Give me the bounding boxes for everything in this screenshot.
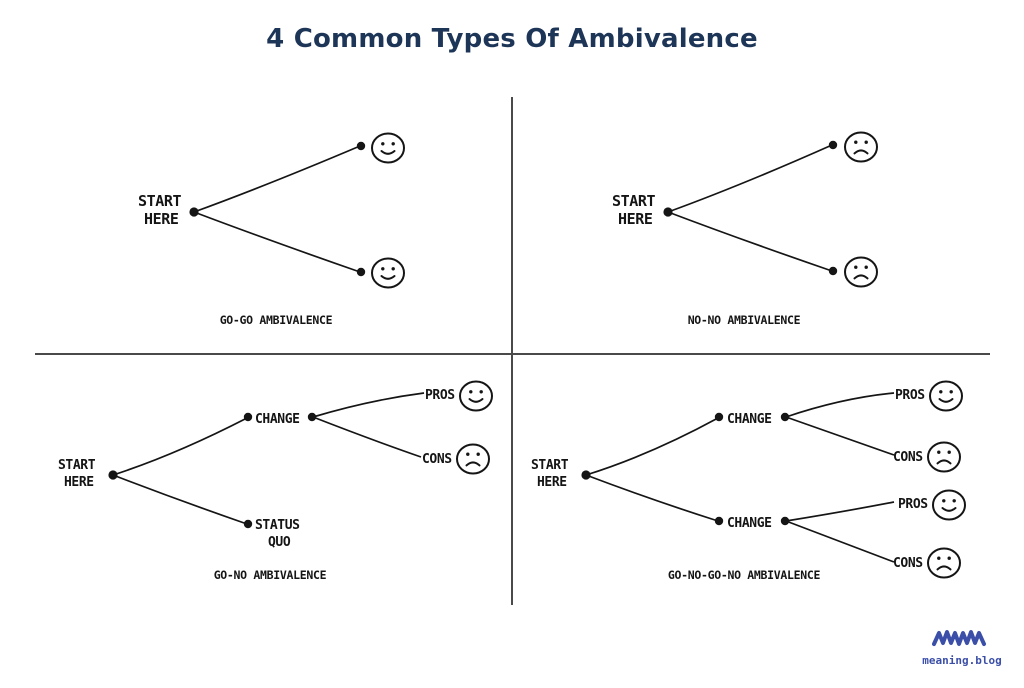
q3-change-label: CHANGE xyxy=(255,412,300,427)
q2-leaf-node-2 xyxy=(828,266,838,276)
page-title: 4 Common Types Of Ambivalence xyxy=(266,24,758,54)
q1-root-node xyxy=(189,207,199,217)
q3-root-label-line1: START xyxy=(58,458,96,473)
q4-cons-label-bottom: CONS xyxy=(893,556,923,571)
q3-caption: GO-NO AMBIVALENCE xyxy=(213,568,327,582)
q4-pros-label-top: PROS xyxy=(895,388,925,403)
q4-caption: GO-NO-GO-NO AMBIVALENCE xyxy=(667,568,821,582)
q4-cons-label-top: CONS xyxy=(893,450,923,465)
q4-change-bottom-node-left xyxy=(714,516,724,526)
q4-root-label-line2: HERE xyxy=(537,475,567,490)
q3-edges xyxy=(108,380,493,529)
q2-leaf-node-1 xyxy=(828,140,838,150)
squiggle-mark-icon xyxy=(932,630,986,646)
q2-root-node xyxy=(663,207,673,217)
q4-pros-label-bottom: PROS xyxy=(898,497,928,512)
q4-edges xyxy=(581,380,966,579)
q2-edges xyxy=(663,131,878,288)
q2-root-label-line2: HERE xyxy=(618,210,653,228)
q3-statusquo-label-line2: QUO xyxy=(268,535,291,550)
q2-caption: NO-NO AMBIVALENCE xyxy=(687,313,801,327)
q4-root-label-line1: START xyxy=(531,458,569,473)
q4-change-bottom-node-right xyxy=(780,516,790,526)
q1-edges xyxy=(189,132,405,289)
quadrant-divider-vertical xyxy=(511,97,514,605)
q2-root-label-line1: START xyxy=(612,192,656,210)
q1-leaf-node-1 xyxy=(356,141,366,151)
q4-change-top-node-right xyxy=(780,412,790,422)
q4-change-top-label: CHANGE xyxy=(727,412,772,427)
q3-change-node-left xyxy=(243,412,253,422)
q1-root-label-line1: START xyxy=(138,192,182,210)
q4-change-bottom-label: CHANGE xyxy=(727,516,772,531)
q4-root-node xyxy=(581,470,591,480)
site-logo[interactable]: meaning.blog xyxy=(913,628,1011,676)
q4-change-top-node-left xyxy=(714,412,724,422)
logo-wordmark: meaning.blog xyxy=(922,654,1002,667)
q3-change-node-right xyxy=(307,412,317,422)
q3-statusquo-node xyxy=(243,519,253,529)
quadrant-divider-horizontal xyxy=(35,353,990,356)
q3-root-node xyxy=(108,470,118,480)
q3-root-label-line2: HERE xyxy=(64,475,94,490)
q1-caption: GO-GO AMBIVALENCE xyxy=(219,313,333,327)
q3-cons-label: CONS xyxy=(422,452,452,467)
q3-statusquo-label-line1: STATUS xyxy=(255,518,300,533)
q1-root-label-line2: HERE xyxy=(144,210,179,228)
q1-leaf-node-2 xyxy=(356,267,366,277)
q3-pros-label: PROS xyxy=(425,388,455,403)
